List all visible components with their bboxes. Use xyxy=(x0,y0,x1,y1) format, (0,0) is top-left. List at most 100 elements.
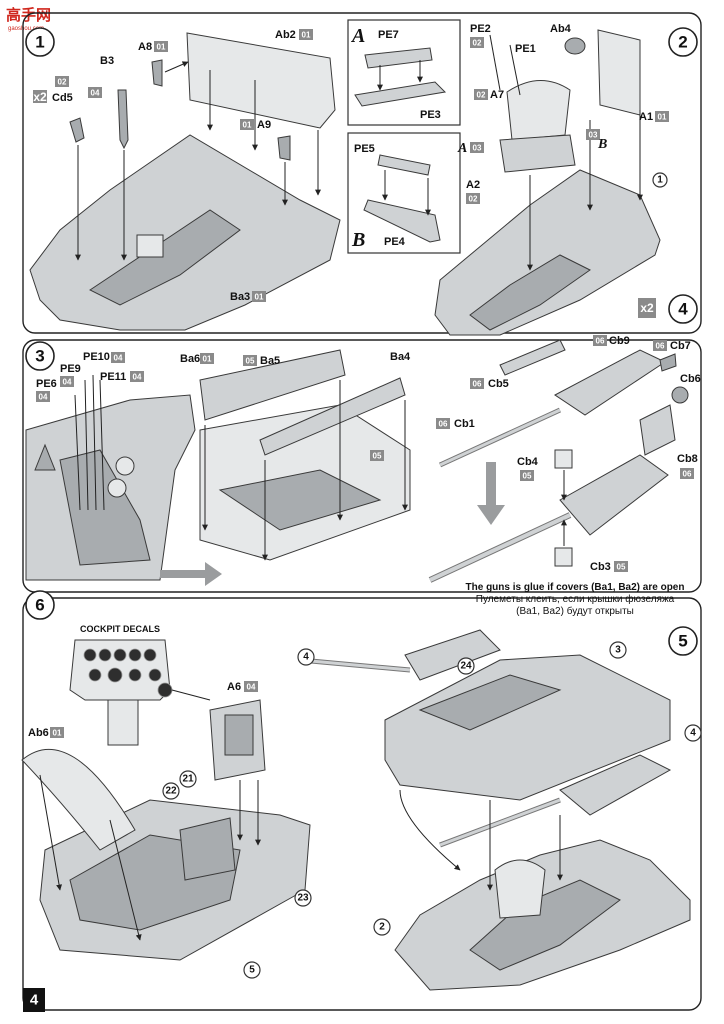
page-number-box xyxy=(23,988,45,1012)
label-a2: A2 xyxy=(466,179,480,191)
side-panel-ba4 xyxy=(259,377,406,456)
panel-steps-5-6 xyxy=(22,597,702,1011)
note-guns-russian-1: Пулеметы клеить, если крышки фюзеляжа xyxy=(476,593,675,605)
bracket-a8 xyxy=(151,59,163,87)
callout-step5-ref-2: 2 xyxy=(379,922,385,933)
label-pe10: PE10 xyxy=(83,351,110,363)
label-cb7: Cb7 xyxy=(670,340,691,352)
badge-ab2: 01 xyxy=(302,31,311,40)
label-cb6: Cb6 xyxy=(680,373,701,385)
inset-b: B PE5 PE4 xyxy=(347,132,461,254)
gun-step-5-top xyxy=(404,629,501,681)
side-panel-ba5 xyxy=(199,349,346,421)
callout-24: 24 xyxy=(460,661,472,672)
label-ba6: Ba6 xyxy=(180,353,200,365)
step-1-marker xyxy=(25,27,55,57)
inset-a-letter: A xyxy=(350,25,365,47)
badge-cb3: 05 xyxy=(617,563,626,572)
fin-fragment xyxy=(34,443,56,471)
step-1-number: 1 xyxy=(35,33,44,52)
transfer-arrow-3 xyxy=(160,562,222,586)
note-guns-english: The guns is glue if covers (Ba1, Ba2) ar… xyxy=(466,582,685,593)
badge-a8: 01 xyxy=(157,43,166,52)
callout-step5-ref-4a: 4 xyxy=(303,652,309,663)
badge-cd5: 02 xyxy=(58,78,67,87)
label-pe2: PE2 xyxy=(470,23,491,35)
label-cb9: Cb9 xyxy=(609,335,630,347)
part-ab4 xyxy=(564,37,586,55)
step-6-number: 6 xyxy=(35,596,44,615)
seat-step-5 xyxy=(494,859,546,919)
badge-pe10: 04 xyxy=(114,354,123,363)
label-cb4: Cb4 xyxy=(517,456,539,468)
ref-a: A xyxy=(457,141,467,156)
step-2-marker xyxy=(668,27,698,57)
step-4-marker xyxy=(668,294,698,324)
multiplier-step-4: x2 xyxy=(640,301,654,315)
inset-a: A PE7 PE3 xyxy=(347,19,461,126)
badge-ab6: 01 xyxy=(53,729,62,738)
badge-ba3: 01 xyxy=(255,293,264,302)
ref-b: B xyxy=(597,137,607,152)
label-cd5: Cd5 xyxy=(52,92,73,104)
page-number: 4 xyxy=(30,992,39,1009)
step-1-assembly: Ab2 01 A8 01 B3 04 02 x2 Cd5 01 A9 Ba3 0… xyxy=(29,29,341,331)
badge-cb7: 06 xyxy=(656,342,665,351)
badge-cb8: 06 xyxy=(683,470,692,479)
badge-a7: 02 xyxy=(477,91,486,100)
label-pe4: PE4 xyxy=(384,236,406,248)
gun-step-5-bottom xyxy=(559,754,672,816)
seat-back-a7 xyxy=(506,80,571,141)
label-ba3: Ba3 xyxy=(230,291,250,303)
label-ba4: Ba4 xyxy=(390,351,411,363)
label-b3: B3 xyxy=(100,55,114,67)
deck-panel-ab2 xyxy=(186,32,336,129)
decal-lower-panel xyxy=(107,699,139,746)
pedal-cd5 xyxy=(69,117,85,143)
note-guns-russian-2: (Ba1, Ba2) будут открыты xyxy=(516,605,634,617)
step-2-assembly: PE2 02 PE1 Ab4 02 A7 A 03 A1 01 03 B A2 … xyxy=(434,23,669,336)
panel-steps-1-2 xyxy=(22,12,702,334)
seat-belt-pe7 xyxy=(364,47,433,69)
badge-ba5: 05 xyxy=(246,357,255,366)
canopy-ab6 xyxy=(21,748,136,851)
badge-a2: 02 xyxy=(469,195,478,204)
cockpit-floor-step-2 xyxy=(469,254,591,331)
gun-assembled xyxy=(559,454,669,536)
watermark-subtext: gaoshou.com xyxy=(8,26,44,32)
badge-ref-b: 03 xyxy=(589,131,598,140)
seat-belt-pe5 xyxy=(377,154,431,176)
step-3-number: 3 xyxy=(35,347,44,366)
badge-cb9: 06 xyxy=(596,337,605,346)
label-cb1: Cb1 xyxy=(454,418,475,430)
step-2-number: 2 xyxy=(678,33,687,52)
bulkhead-a1 xyxy=(597,29,641,116)
label-a8: A8 xyxy=(138,41,152,53)
label-a9: A9 xyxy=(257,119,271,131)
callout-23: 23 xyxy=(297,893,309,904)
label-ab4: Ab4 xyxy=(550,23,572,35)
step-6-assembly: COCKPIT DECALS A6 04 Ab6 01 21 22 23 5 xyxy=(21,624,312,979)
seat-belt-pe3 xyxy=(354,81,447,107)
badge-pe2: 02 xyxy=(473,39,482,48)
badge-a9: 01 xyxy=(243,121,252,130)
callout-step2-ref-1: 1 xyxy=(657,175,663,186)
callout-21: 21 xyxy=(182,774,194,785)
callout-step5-ref-3: 3 xyxy=(615,645,621,656)
badge-cb1: 06 xyxy=(439,420,448,429)
label-cb3: Cb3 xyxy=(590,561,611,573)
instrument-recess xyxy=(59,449,151,566)
seat-step-6 xyxy=(179,817,236,881)
panel-steps-3-4 xyxy=(22,339,702,593)
step-5-assembly: 4 3 4 2 24 xyxy=(297,629,702,991)
badge-a1: 01 xyxy=(658,113,667,122)
gun-part-cb6 xyxy=(671,386,689,404)
label-a7: A7 xyxy=(490,89,504,101)
badge-pe11: 04 xyxy=(133,373,142,382)
control-stick-b3 xyxy=(117,89,129,150)
label-pe6: PE6 xyxy=(36,378,57,390)
label-pe11: PE11 xyxy=(100,371,126,383)
label-a1: A1 xyxy=(639,111,653,123)
badge-ba4-part: 05 xyxy=(373,452,382,461)
